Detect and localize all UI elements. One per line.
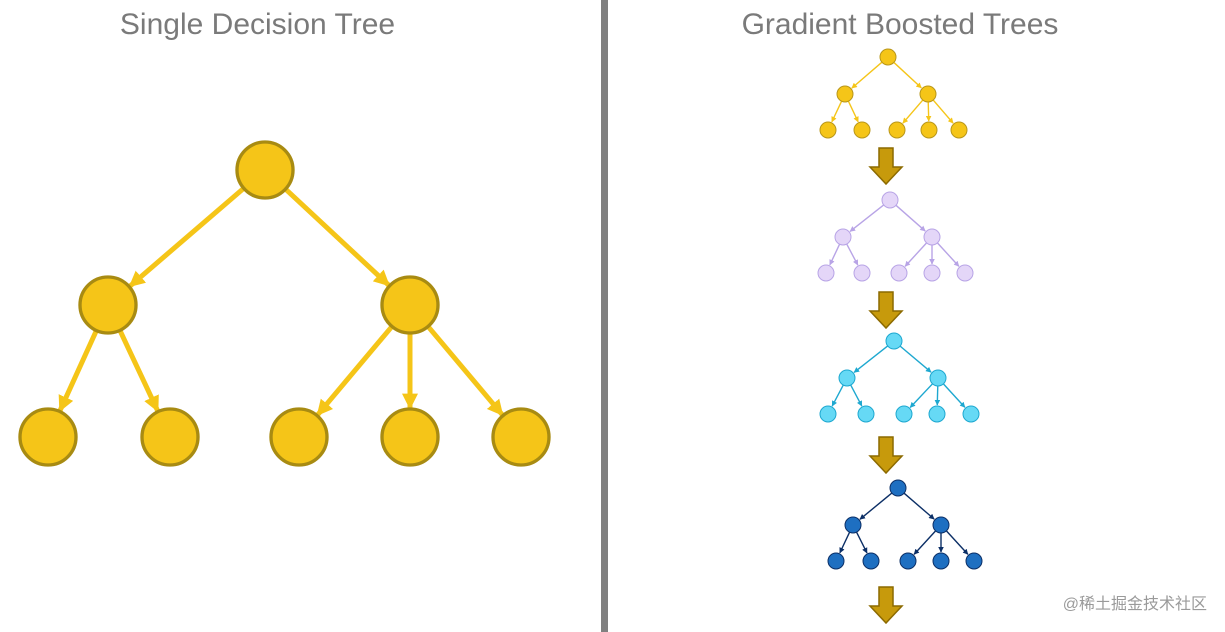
boosted-tree-leaf-node [888, 121, 906, 139]
panel-divider [601, 0, 608, 632]
boosted-tree-edge [859, 492, 893, 520]
boosted-tree-leaf-node [965, 552, 983, 570]
boosted-tree-edge [853, 345, 889, 373]
boosted-tree-split-node [923, 228, 941, 246]
boosted-trees-stack [817, 48, 983, 570]
boosted-tree-root-node [879, 48, 897, 66]
boosted-tree-leaf-node [853, 264, 871, 282]
boosted-tree-split-node [834, 228, 852, 246]
down-arrow-icon [868, 291, 904, 330]
boosting-arrows [868, 147, 904, 625]
big-tree-edge [117, 329, 160, 413]
boosted-tree-leaf-node [920, 121, 938, 139]
boosted-tree-edge [909, 383, 934, 408]
big-tree-edge [128, 186, 246, 288]
boosted-tree-leaf-node [857, 405, 875, 423]
boosted-tree-root-node [881, 191, 899, 209]
down-arrow-icon [868, 436, 904, 475]
boosted-tree-leaf-node [817, 264, 835, 282]
boosted-tree-split-node [919, 85, 937, 103]
boosted-tree-edge [850, 384, 863, 407]
boosted-tree-leaf-node [853, 121, 871, 139]
boosted-tree-leaf-node [950, 121, 968, 139]
single-decision-tree [18, 140, 551, 467]
boosted-tree-edge [855, 531, 868, 554]
boosted-tree-edge [942, 383, 966, 408]
boosted-tree-edge [936, 242, 960, 267]
boosted-tree-leaf-node [932, 552, 950, 570]
big-tree-edge [315, 324, 394, 417]
single-tree-title: Single Decision Tree [119, 8, 396, 41]
big-tree-edge [57, 329, 99, 413]
boosted-tree-split-node [844, 516, 862, 534]
big-tree-root-node [235, 140, 295, 200]
boosted-tree-edge [904, 242, 928, 267]
boosted-tree-edge [839, 531, 851, 554]
boosted-tree-leaf-node [962, 405, 980, 423]
boosted-tree-leaf-node [923, 264, 941, 282]
boosted-tree-leaf-node [895, 405, 913, 423]
boosted-tree-leaf-node [827, 552, 845, 570]
boosted-tree-leaf-node [956, 264, 974, 282]
big-tree-leaf-node [18, 407, 78, 467]
boosted-tree-leaf-node [819, 121, 837, 139]
boosted-tree-edge [903, 492, 935, 520]
boosted-tree [819, 48, 968, 139]
boosted-tree-edge [934, 385, 941, 406]
boosted-tree-edge [847, 100, 859, 123]
boosted-tree-edge [831, 384, 844, 407]
big-tree-split-node [380, 275, 440, 335]
boosted-tree-edge [899, 345, 932, 373]
boosted-tree [827, 479, 983, 570]
boosted-tree-edge [913, 530, 937, 555]
boosted-tree-edge [846, 243, 859, 266]
boosted-tree-edge [849, 204, 885, 232]
big-tree-split-node [78, 275, 138, 335]
big-tree-leaf-node [380, 407, 440, 467]
boosted-tree-edge [831, 100, 843, 123]
boosted-tree-leaf-node [899, 552, 917, 570]
boosted-tree-edge [829, 243, 841, 266]
big-tree-edge [426, 324, 505, 417]
boosted-tree-edge [932, 99, 954, 124]
boosted-tree-split-node [838, 369, 856, 387]
boosted-tree-leaf-node [928, 405, 946, 423]
boosted-tree-split-node [932, 516, 950, 534]
boosted-tree-leaf-node [862, 552, 880, 570]
boosted-tree [819, 332, 980, 423]
big-tree-leaf-node [140, 407, 200, 467]
watermark: @稀土掘金技术社区 [1062, 596, 1207, 613]
boosted-tree-edge [851, 61, 883, 89]
boosted-tree-split-node [836, 85, 854, 103]
big-tree-edge [283, 187, 391, 288]
boosted-tree-edge [925, 101, 932, 122]
boosted-tree-edge [945, 530, 969, 555]
boosted-trees-title: Gradient Boosted Trees [741, 8, 1059, 41]
boosted-tree [817, 191, 974, 282]
boosted-tree-edge [902, 99, 924, 124]
down-arrow-icon [868, 586, 904, 625]
big-tree-leaf-node [491, 407, 551, 467]
boosted-tree-leaf-node [819, 405, 837, 423]
boosted-tree-leaf-node [890, 264, 908, 282]
boosted-tree-edge [895, 204, 926, 232]
boosted-tree-edge [893, 61, 922, 89]
boosted-tree-root-node [889, 479, 907, 497]
down-arrow-icon [868, 147, 904, 186]
big-tree-leaf-node [269, 407, 329, 467]
boosted-tree-split-node [929, 369, 947, 387]
boosted-tree-root-node [885, 332, 903, 350]
